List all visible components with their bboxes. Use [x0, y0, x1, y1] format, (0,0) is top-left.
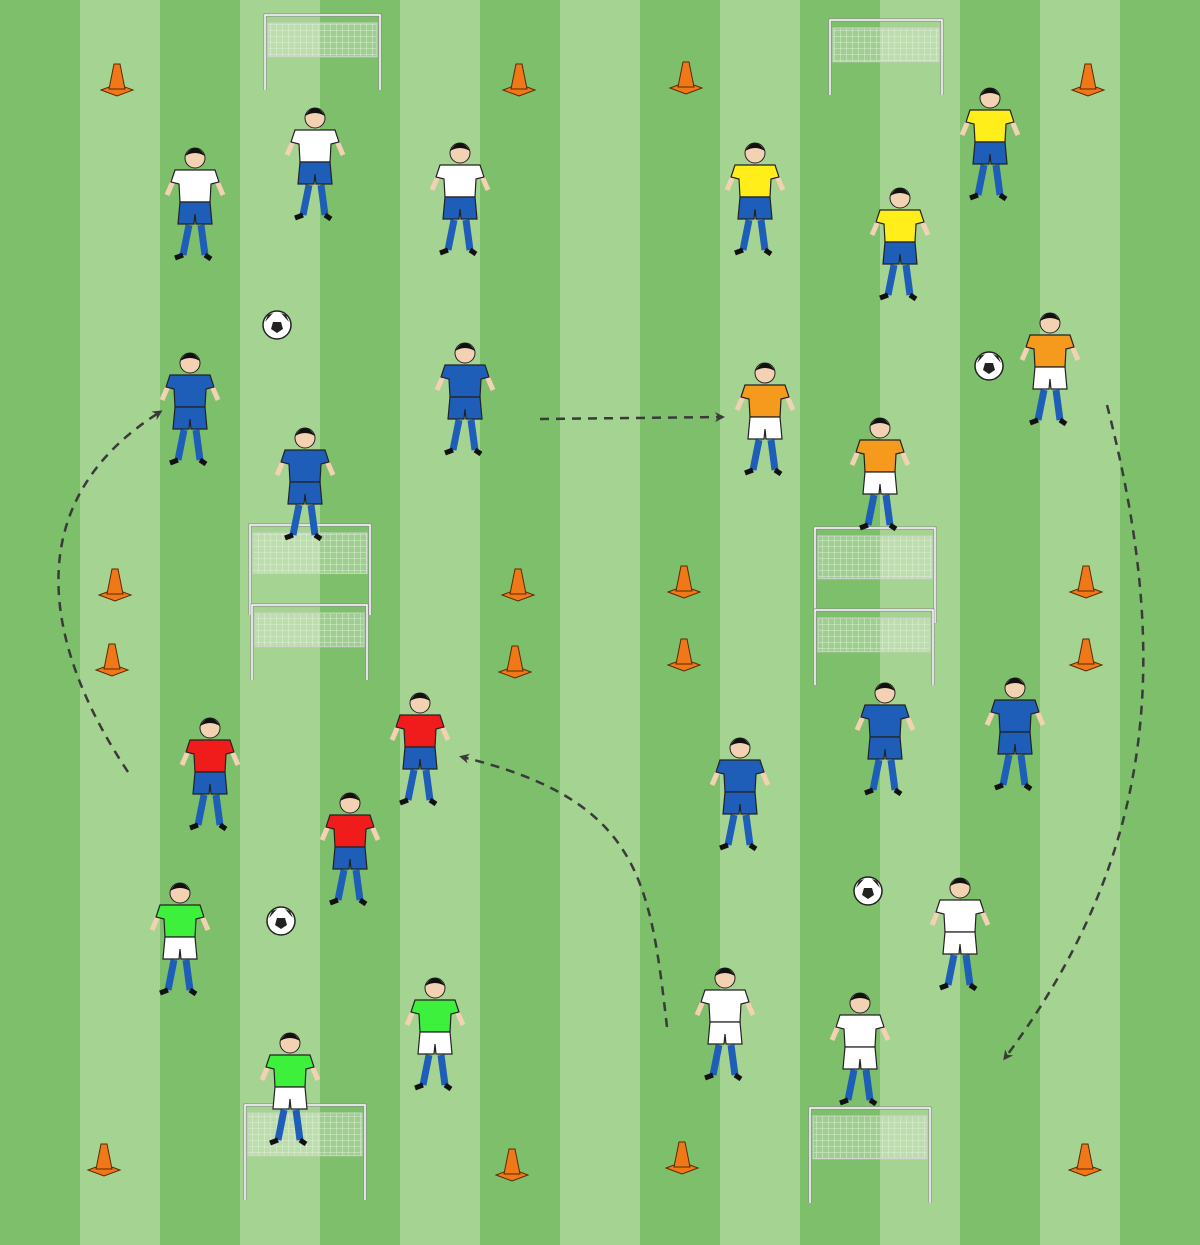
cone-icon — [1070, 63, 1106, 97]
balls — [262, 310, 1004, 936]
movement-arrow — [57, 410, 163, 773]
cone-icon — [86, 1143, 122, 1177]
player-white-blue — [164, 147, 226, 262]
pitch-stripe — [0, 0, 80, 1245]
movement-arrow — [539, 412, 725, 423]
cone-icon — [94, 643, 130, 677]
pitch-stripe — [480, 0, 560, 1245]
player-orange — [849, 417, 911, 532]
player-yellow — [724, 142, 786, 257]
cone-icon — [666, 565, 702, 599]
pitch-stripe — [960, 0, 1040, 1245]
pitch-stripe — [560, 0, 640, 1245]
goal — [248, 523, 372, 615]
player-blue — [709, 737, 771, 852]
pitch-stripe — [80, 0, 160, 1245]
pitch-stripe — [1040, 0, 1120, 1245]
player-blue — [984, 677, 1046, 792]
cone-icon — [1068, 565, 1104, 599]
cone-icon — [501, 63, 537, 97]
cone-icon — [664, 1141, 700, 1175]
goal — [808, 1106, 932, 1203]
pitch-stripe — [640, 0, 720, 1245]
player-orange — [1019, 312, 1081, 427]
cones — [86, 61, 1106, 1182]
pitch-stripe — [1120, 0, 1200, 1245]
player-blue — [159, 352, 221, 467]
player-blue — [854, 682, 916, 797]
player-white-blue — [284, 107, 346, 222]
player-blue — [434, 342, 496, 457]
player-white — [829, 992, 891, 1107]
goal — [813, 526, 937, 623]
cone-icon — [1067, 1143, 1103, 1177]
player-red — [319, 792, 381, 907]
cone-icon — [97, 568, 133, 602]
soccer-ball-icon — [262, 310, 292, 340]
soccer-ball-icon — [266, 906, 296, 936]
player-green — [259, 1032, 321, 1147]
cone-icon — [668, 61, 704, 95]
player-orange — [734, 362, 796, 477]
soccer-ball-icon — [974, 351, 1004, 381]
cone-icon — [497, 645, 533, 679]
player-red — [179, 717, 241, 832]
cone-icon — [1068, 638, 1104, 672]
goal — [250, 603, 369, 680]
movement-arrow — [459, 753, 669, 1028]
cone-icon — [500, 568, 536, 602]
goals — [243, 13, 944, 1203]
movement-arrow — [1003, 404, 1145, 1061]
player-green — [149, 882, 211, 997]
player-white-blue — [429, 142, 491, 257]
cone-icon — [666, 638, 702, 672]
cone-icon — [99, 63, 135, 97]
player-green — [404, 977, 466, 1092]
cone-icon — [494, 1148, 530, 1182]
goal — [828, 18, 944, 95]
player-blue — [274, 427, 336, 542]
goal — [813, 608, 935, 685]
goal — [263, 13, 382, 90]
player-yellow — [959, 87, 1021, 202]
soccer-ball-icon — [853, 876, 883, 906]
movement-arrows — [57, 404, 1145, 1061]
players — [149, 87, 1081, 1147]
player-yellow — [869, 187, 931, 302]
player-white — [929, 877, 991, 992]
player-white — [694, 967, 756, 1082]
player-red — [389, 692, 451, 807]
